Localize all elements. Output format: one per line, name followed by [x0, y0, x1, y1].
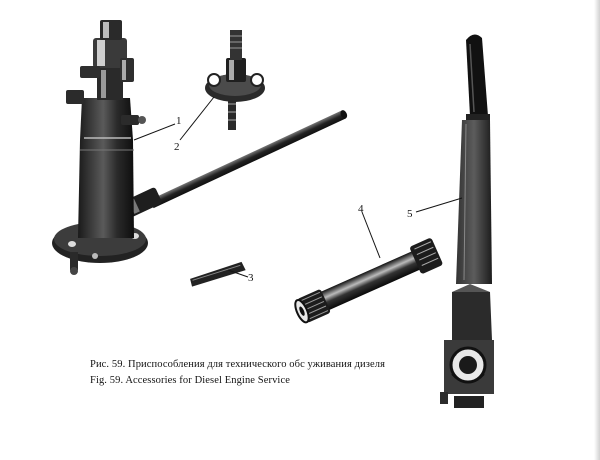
- caption-russian: Рис. 59. Приспособления для технического…: [90, 359, 386, 370]
- tool-1-body: [78, 98, 134, 238]
- tool-1-injector-tester: [52, 20, 348, 275]
- callout-4: 4: [358, 203, 364, 215]
- caption-english: Fig. 59. Accessories for Diesel Engine S…: [90, 375, 290, 386]
- callout-1: 1: [176, 115, 182, 127]
- scan-shadow-edge: [594, 0, 600, 460]
- tool-2-bracket: [205, 30, 265, 130]
- callout-leaders: [133, 96, 463, 278]
- tool-5-bar-wrench: [440, 34, 494, 408]
- callout-5: 5: [407, 208, 413, 220]
- tool-5-grip: [466, 34, 488, 116]
- callout-2: 2: [174, 141, 180, 153]
- callout-3: 3: [248, 272, 254, 284]
- tool-4-splined-shaft: [294, 238, 443, 324]
- tool-3-pin: [190, 261, 246, 287]
- tool-1-rod: [149, 110, 346, 209]
